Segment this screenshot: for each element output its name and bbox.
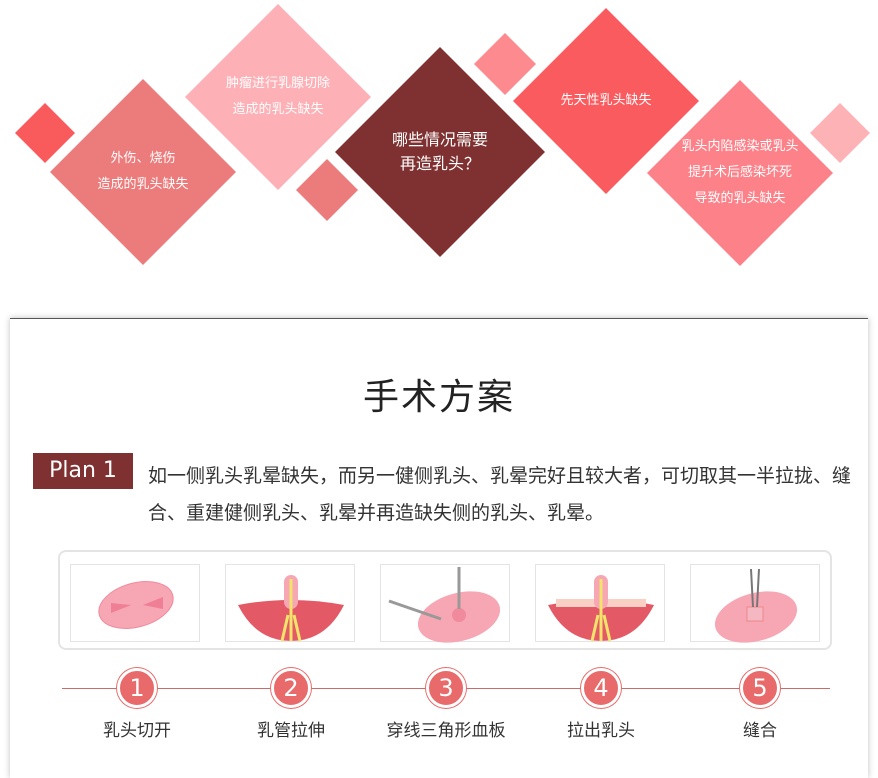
center-line: 哪些情况需要 (391, 130, 488, 149)
step-label: 乳管拉伸 (257, 721, 325, 741)
step-image-1 (70, 564, 200, 642)
step-image-strip (58, 550, 832, 650)
reason-line: 外伤、烧伤 (110, 151, 176, 166)
step-number: 5 (740, 668, 780, 708)
step-label: 缝合 (743, 721, 777, 741)
decor-diamond (810, 103, 870, 163)
decor-diamond (474, 33, 536, 95)
reason-line: 乳头内陷感染或乳头 (681, 139, 799, 154)
reason-line: 造成的乳头缺失 (97, 177, 189, 192)
step-number: 4 (581, 668, 621, 708)
step-image-3 (380, 564, 510, 643)
plan-badge: Plan 1 (33, 453, 133, 489)
reason-line: 先天性乳头缺失 (560, 93, 652, 108)
reason-line: 提升术后感染坏死 (687, 165, 792, 180)
reason-line: 肿瘤进行乳腺切除 (225, 76, 330, 91)
reason-line: 造成的乳头缺失 (232, 102, 324, 117)
step-number: 2 (271, 668, 311, 708)
step-label: 拉出乳头 (567, 721, 635, 741)
decor-diamond (296, 159, 358, 221)
step-number: 3 (426, 668, 466, 708)
step-image-4 (535, 564, 665, 642)
step-image-5 (690, 564, 820, 643)
plan-description: 如一侧乳头乳晕缺失，而另一健侧乳头、乳晕完好且较大者，可切取其一半拉拢、缝合、重… (148, 465, 852, 524)
step-label: 乳头切开 (103, 721, 171, 741)
step-label: 穿线三角形血板 (386, 721, 506, 741)
section-title: 手术方案 (362, 377, 515, 418)
center-line: 再造乳头？ (399, 154, 480, 173)
step-number: 1 (117, 668, 157, 708)
decor-diamond (15, 103, 75, 163)
step-image-2 (225, 564, 355, 642)
reason-line: 导致的乳头缺失 (694, 191, 786, 206)
